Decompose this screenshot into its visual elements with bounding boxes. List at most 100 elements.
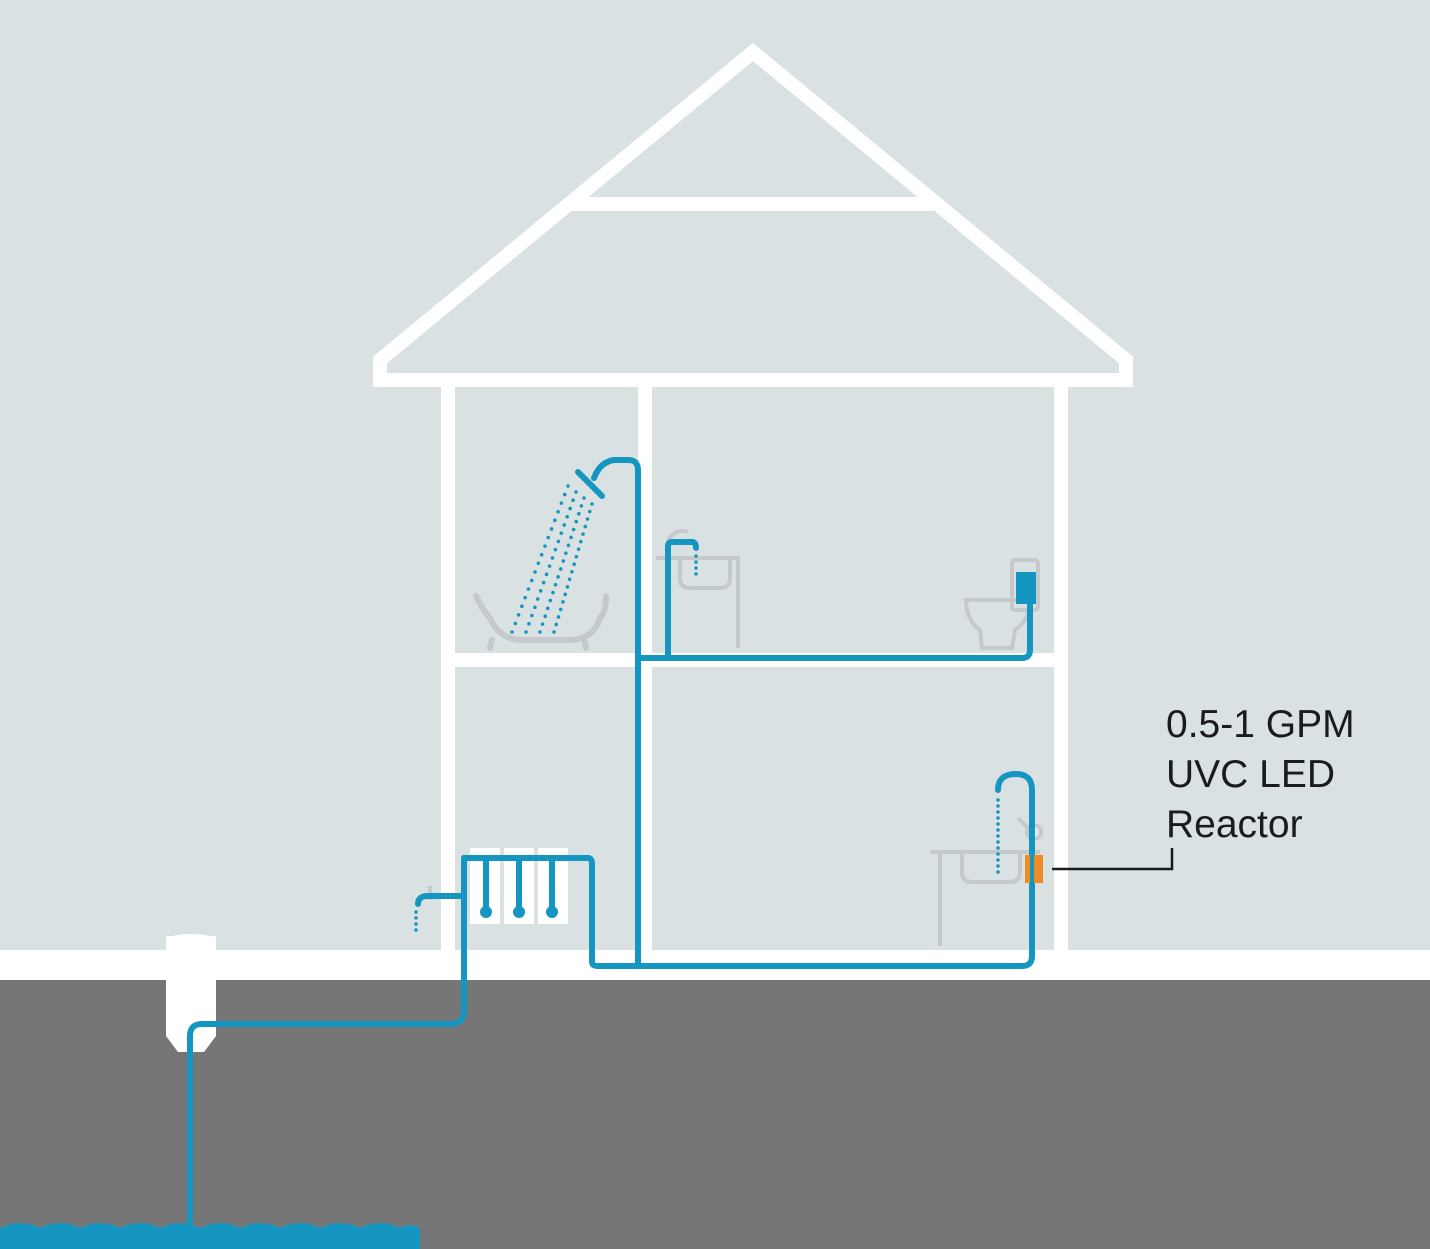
water-droplet xyxy=(562,492,567,497)
water-droplet xyxy=(574,519,579,524)
water-droplet xyxy=(574,554,579,559)
water-droplet xyxy=(996,810,1000,814)
water-droplet xyxy=(524,630,528,634)
shower-spray xyxy=(510,484,594,634)
aquifer-water xyxy=(0,1223,420,1249)
water-droplet xyxy=(585,517,590,521)
water-droplet xyxy=(414,916,418,920)
water-droplet xyxy=(570,569,574,574)
water-droplet xyxy=(556,615,561,619)
callout-leader-line xyxy=(1052,848,1174,871)
filter-drop-ends xyxy=(480,906,558,918)
water-droplet xyxy=(590,502,594,506)
water-droplet xyxy=(559,531,564,535)
water-droplet xyxy=(562,523,567,527)
water-droplet xyxy=(561,600,565,604)
water-droplet xyxy=(556,575,560,579)
water-pipes xyxy=(187,457,1035,1225)
water-droplet xyxy=(576,547,581,551)
water-droplet xyxy=(566,484,570,488)
well-pipe xyxy=(187,855,467,1225)
water-droplet xyxy=(530,613,534,618)
water-droplet xyxy=(414,922,418,926)
water-droplet xyxy=(996,870,1000,874)
water-droplet xyxy=(549,527,554,531)
water-droplet xyxy=(535,597,540,601)
water-droplet xyxy=(559,501,564,505)
water-droplet xyxy=(553,582,558,587)
water-droplet xyxy=(996,804,1000,808)
water-droplet xyxy=(574,490,578,494)
water-droplet xyxy=(520,604,524,609)
water-droplet xyxy=(567,577,572,582)
water-droplet xyxy=(996,834,1000,838)
water-droplet xyxy=(996,846,1000,850)
water-droplet xyxy=(563,592,567,597)
callout-line-flow-rate: 0.5-1 GPM xyxy=(1166,703,1355,746)
water-droplet xyxy=(583,524,588,529)
water-droplet xyxy=(554,622,559,627)
water-droplet xyxy=(533,605,537,610)
water-droplet xyxy=(414,928,418,932)
filter-manifold xyxy=(461,787,1035,969)
water-droplet xyxy=(694,560,698,564)
water-droplet xyxy=(527,621,531,626)
water-droplet xyxy=(516,613,521,617)
kitchen-sink xyxy=(930,816,1043,946)
reactor-callout-label: 0.5-1 GPM UVC LED Reactor xyxy=(1166,700,1355,850)
water-droplet xyxy=(556,539,561,544)
water-droplet xyxy=(553,518,557,523)
water-droplet xyxy=(571,527,576,532)
water-droplet xyxy=(694,554,698,558)
water-droplet xyxy=(694,566,698,570)
water-droplet xyxy=(996,858,1000,862)
water-droplet xyxy=(550,556,555,560)
water-droplet xyxy=(996,852,1000,856)
water-droplet xyxy=(582,496,586,500)
callout-line-device: Reactor xyxy=(1166,803,1303,846)
shower-head-icon xyxy=(575,469,605,499)
water-droplet xyxy=(996,840,1000,844)
water-droplet xyxy=(538,589,543,593)
upper-sink-stream xyxy=(694,554,698,576)
water-droplet xyxy=(538,630,542,634)
water-droplet xyxy=(513,621,518,626)
water-droplet xyxy=(510,630,514,634)
water-droplet xyxy=(539,552,544,557)
water-droplet xyxy=(536,561,541,566)
water-droplet xyxy=(565,514,569,519)
water-droplet xyxy=(544,572,549,577)
water-droplet xyxy=(569,535,573,540)
main-riser-pipe xyxy=(591,457,641,969)
water-droplet xyxy=(561,559,566,563)
spigot-stream xyxy=(414,910,418,932)
water-droplet xyxy=(566,543,571,548)
water-droplet xyxy=(571,498,575,503)
water-droplet xyxy=(558,607,563,612)
water-droplet xyxy=(548,598,553,603)
water-droplet xyxy=(552,630,556,634)
callout-line-technology: UVC LED xyxy=(1166,753,1336,796)
water-droplet xyxy=(414,910,418,914)
water-droplet xyxy=(540,622,545,626)
water-droplet xyxy=(526,587,531,591)
upper-sink-pipe xyxy=(665,539,699,661)
kitchen-faucet-stream xyxy=(996,798,1000,874)
water-droplet xyxy=(579,539,583,544)
water-droplet xyxy=(996,828,1000,832)
water-droplet xyxy=(546,535,551,540)
bathtub xyxy=(473,593,609,651)
upper-branch-pipe xyxy=(635,601,1033,661)
water-droplet xyxy=(565,585,570,589)
water-droplet xyxy=(543,614,547,619)
water-droplet xyxy=(996,822,1000,826)
water-droplet xyxy=(545,606,550,611)
water-droplet xyxy=(541,580,546,585)
water-droplet xyxy=(553,547,558,552)
water-droplet xyxy=(556,509,560,514)
water-droplet xyxy=(551,590,555,595)
water-droplet xyxy=(558,567,563,571)
water-droplet xyxy=(579,504,584,508)
